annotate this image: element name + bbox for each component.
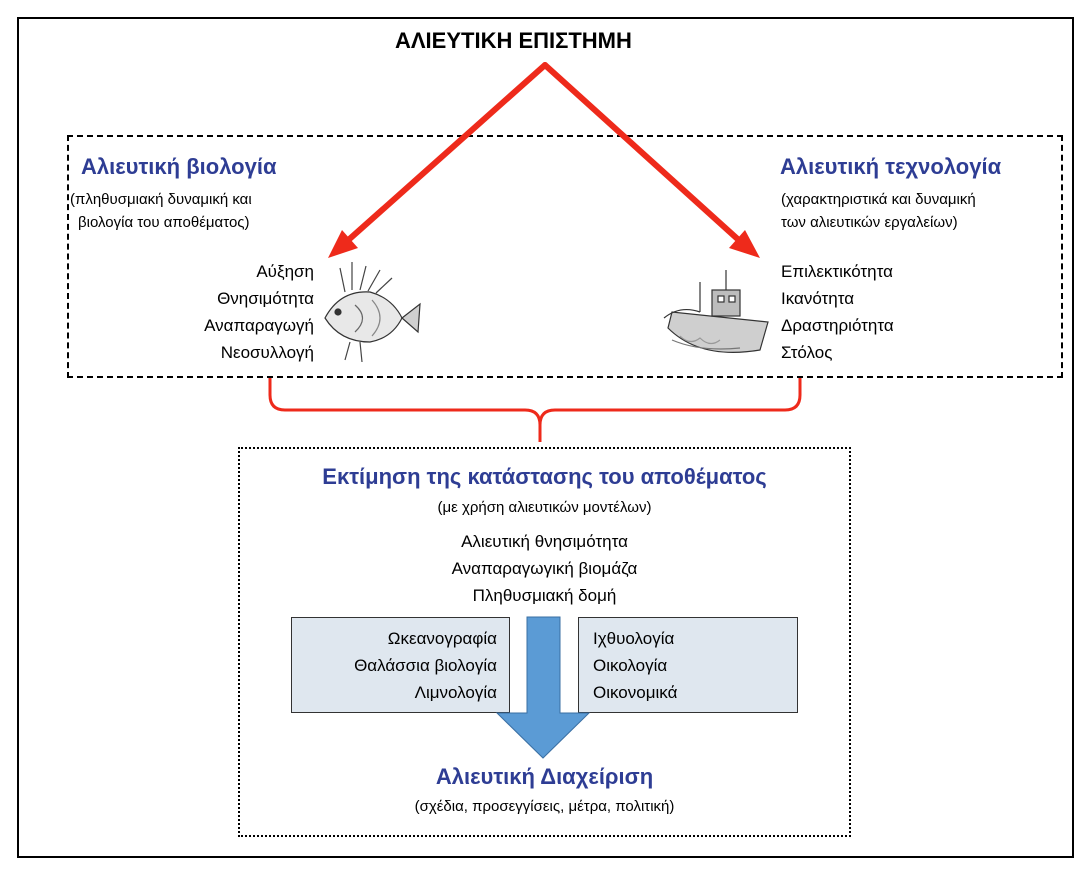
biology-item: Νεοσυλλογή bbox=[220, 343, 314, 362]
science-branches-box bbox=[67, 135, 1063, 378]
technology-subtitle-line2: των αλιευτικών εργαλείων) bbox=[781, 214, 958, 231]
technology-item: Επιλεκτικότητα bbox=[781, 262, 893, 281]
biology-item: Θνησιμότητα bbox=[217, 289, 314, 308]
boat-icon bbox=[663, 270, 769, 353]
technology-item: Δραστηριότητα bbox=[781, 316, 894, 335]
red-arrows bbox=[328, 62, 760, 258]
assessment-item: Αναπαραγωγική βιομάζα bbox=[451, 559, 638, 578]
outer-frame bbox=[17, 17, 1074, 858]
technology-item: Ικανότητα bbox=[781, 289, 855, 308]
arrowhead-biology bbox=[328, 230, 358, 258]
assessment-items-list: Αλιευτική θνησιμότητα Αναπαραγωγική βιομ… bbox=[238, 528, 851, 609]
assessment-box bbox=[238, 447, 851, 837]
blue-down-arrow bbox=[495, 616, 591, 759]
assessment-heading: Εκτίμηση της κατάστασης του αποθέματος bbox=[322, 464, 767, 489]
assessment-subtitle: (με χρήση αλιευτικών μοντέλων) bbox=[437, 499, 652, 516]
diagram-title: ΑΛΙΕΥΤΙΚΗ ΕΠΙΣΤΗΜΗ bbox=[395, 28, 632, 53]
management-subtitle: (σχέδια, προσεγγίσεις, μέτρα, πολιτική) bbox=[414, 798, 675, 815]
left-fields-list: Ωκεανογραφία Θαλάσσια βιολογία Λιμνολογί… bbox=[292, 625, 497, 706]
assessment-item: Αλιευτική θνησιμότητα bbox=[461, 532, 628, 551]
left-field-item: Λιμνολογία bbox=[414, 683, 497, 702]
fish-icon bbox=[324, 262, 421, 363]
management-heading: Αλιευτική Διαχείριση bbox=[435, 764, 654, 789]
technology-heading: Αλιευτική τεχνολογία bbox=[780, 154, 1002, 179]
biology-items-list: Αύξηση Θνησιμότητα Αναπαραγωγή Νεοσυλλογ… bbox=[110, 258, 314, 366]
right-field-item: Οικονομικά bbox=[593, 683, 678, 702]
arrow-to-technology bbox=[542, 62, 745, 246]
right-field-item: Ιχθυολογία bbox=[593, 629, 675, 648]
technology-item: Στόλος bbox=[781, 343, 833, 362]
arrowhead-technology bbox=[729, 230, 760, 258]
red-brace bbox=[268, 378, 802, 442]
assessment-item: Πληθυσμιακή δομή bbox=[472, 586, 617, 605]
biology-heading: Αλιευτική βιολογία bbox=[81, 154, 277, 179]
technology-subtitle-line1: (χαρακτηριστικά και δυναμική bbox=[781, 191, 976, 208]
left-field-item: Θαλάσσια βιολογία bbox=[354, 656, 497, 675]
right-field-item: Οικολογία bbox=[593, 656, 668, 675]
right-fields-list: Ιχθυολογία Οικολογία Οικονομικά bbox=[593, 625, 677, 706]
left-fields-box: Ωκεανογραφία Θαλάσσια βιολογία Λιμνολογί… bbox=[291, 617, 510, 713]
biology-item: Αύξηση bbox=[256, 262, 314, 281]
left-field-item: Ωκεανογραφία bbox=[387, 629, 497, 648]
arrow-to-biology bbox=[342, 62, 548, 246]
right-fields-box: Ιχθυολογία Οικολογία Οικονομικά bbox=[578, 617, 798, 713]
biology-subtitle-line1: (πληθυσμιακή δυναμική και bbox=[70, 191, 252, 208]
technology-items-list: Επιλεκτικότητα Ικανότητα Δραστηριότητα Σ… bbox=[781, 258, 894, 366]
biology-item: Αναπαραγωγή bbox=[204, 316, 314, 335]
biology-subtitle-line2: βιολογία του αποθέματος) bbox=[78, 214, 250, 231]
